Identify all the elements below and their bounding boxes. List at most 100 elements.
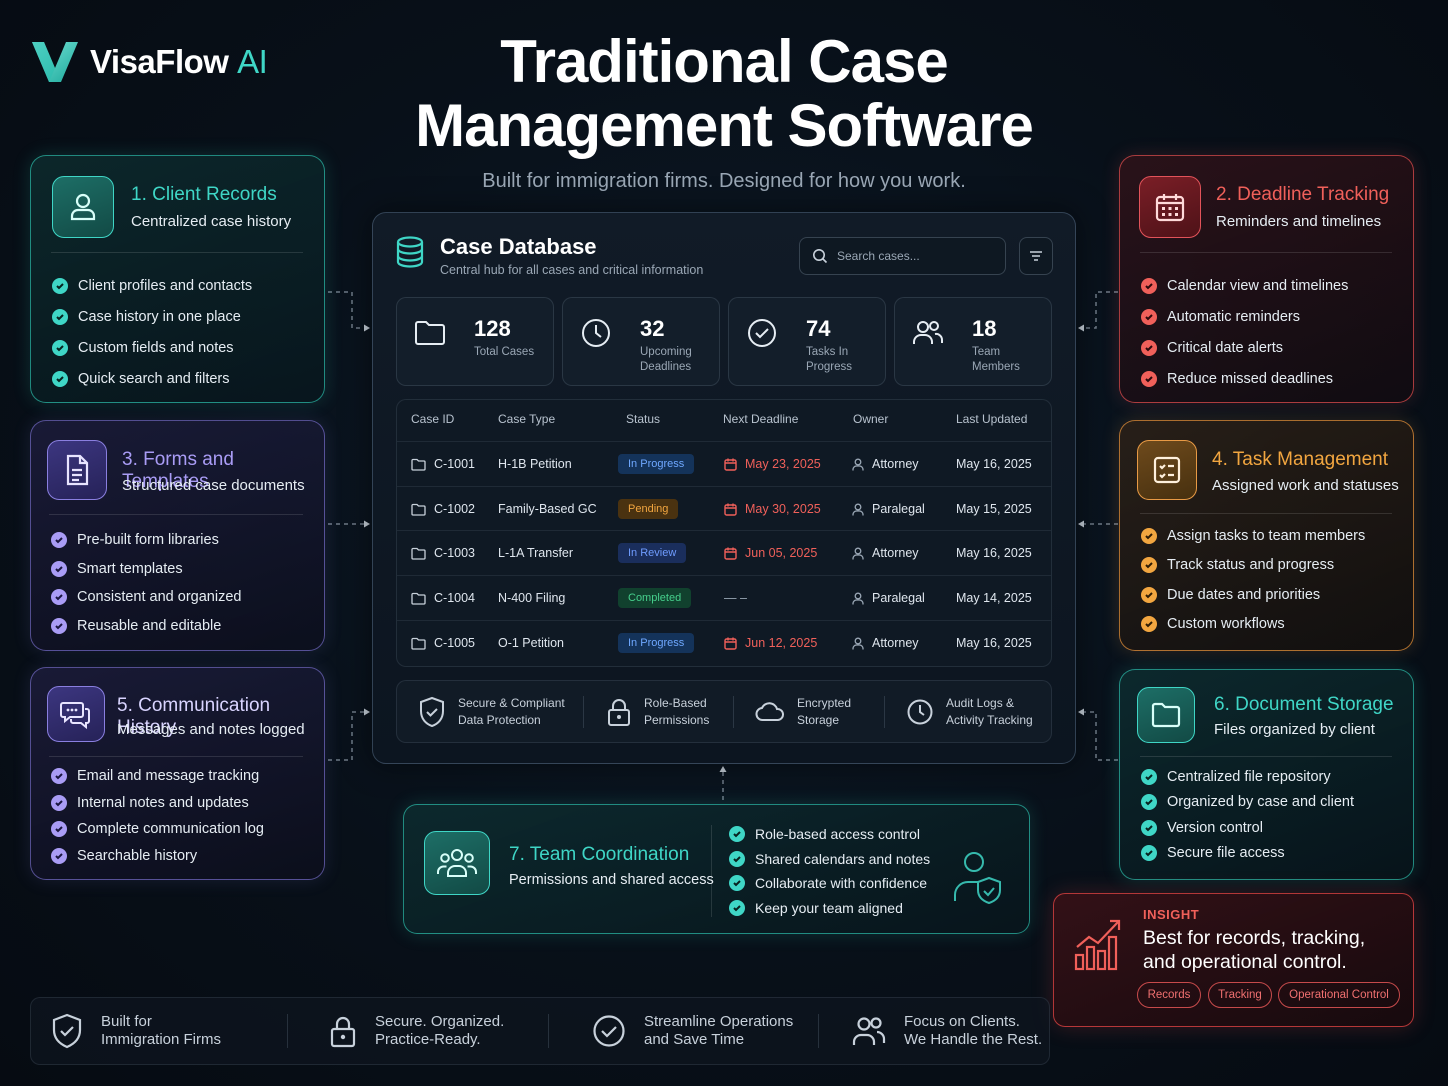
- card-subtitle: Files organized by client: [1214, 721, 1375, 738]
- column-header[interactable]: Next Deadline: [723, 412, 799, 426]
- list-item: Role-based access control: [729, 822, 930, 847]
- check-icon: [1141, 586, 1157, 603]
- feature-list: Centralized file repository Organized by…: [1141, 764, 1354, 866]
- document-storage-card: 6. Document Storage Files organized by c…: [1119, 669, 1414, 880]
- check-icon: [52, 308, 68, 325]
- list-item: Internal notes and updates: [51, 790, 264, 817]
- user-icon: [852, 503, 864, 515]
- stat-label: Team Members: [972, 346, 1020, 373]
- check-icon: [51, 589, 67, 606]
- forms-templates-card: 3. Forms and Templates Structured case d…: [30, 420, 325, 651]
- brand-logo[interactable]: VisaFlow AI: [30, 38, 268, 86]
- feature-list: Email and message tracking Internal note…: [51, 763, 264, 869]
- user-icon: [52, 176, 114, 238]
- list-item: Client profiles and contacts: [52, 270, 252, 301]
- check-icon: [52, 277, 68, 294]
- deadline-cell: Jun 05, 2025: [724, 531, 817, 575]
- table-row[interactable]: C-1003 L-1A Transfer In Review Jun 05, 2…: [397, 530, 1051, 574]
- tag-records[interactable]: Records: [1137, 982, 1201, 1008]
- client-records-card: 1. Client Records Centralized case histo…: [30, 155, 325, 403]
- check-icon: [1141, 557, 1157, 574]
- calendar-icon: [724, 547, 737, 560]
- column-header[interactable]: Last Updated: [956, 412, 1028, 426]
- tag-operational-control[interactable]: Operational Control: [1278, 982, 1400, 1008]
- tag-tracking[interactable]: Tracking: [1208, 982, 1272, 1008]
- check-icon: [51, 532, 67, 549]
- bar-chart-growth-icon: [1074, 919, 1121, 971]
- updated-cell: May 15, 2025: [956, 502, 1032, 516]
- security-item: Audit Logs &Activity Tracking: [906, 680, 1033, 743]
- check-icon: [52, 339, 68, 356]
- stat-total-cases: 128 Total Cases: [396, 297, 554, 386]
- deadline-cell: Jun 12, 2025: [724, 621, 817, 665]
- owner-cell: Attorney: [852, 621, 919, 665]
- check-icon: [729, 875, 745, 892]
- insight-label: INSIGHT: [1143, 907, 1200, 922]
- table-row[interactable]: C-1002 Family-Based GC Pending May 30, 2…: [397, 486, 1051, 530]
- table-row[interactable]: C-1001 H-1B Petition In Progress May 23,…: [397, 441, 1051, 485]
- column-header[interactable]: Status: [626, 412, 661, 426]
- feature-list: Calendar view and timelines Automatic re…: [1141, 270, 1348, 394]
- brand-name: VisaFlow AI: [90, 43, 268, 80]
- owner-cell: Attorney: [852, 531, 919, 575]
- folder-icon: [415, 321, 445, 345]
- list-item: Quick search and filters: [52, 363, 252, 394]
- folder-icon: [411, 592, 426, 605]
- check-icon: [51, 847, 67, 864]
- check-circle-icon: [748, 319, 776, 347]
- check-icon: [51, 560, 67, 577]
- feature-list: Assign tasks to team members Track statu…: [1141, 521, 1365, 639]
- check-icon: [1141, 616, 1157, 633]
- check-icon: [729, 850, 745, 867]
- task-management-card: 4. Task Management Assigned work and sta…: [1119, 420, 1414, 651]
- list-item: Custom fields and notes: [52, 332, 252, 363]
- list-item: Pre-built form libraries: [51, 526, 241, 555]
- bottom-value-bar: [30, 997, 1050, 1065]
- check-icon: [52, 370, 68, 387]
- status-cell: Pending: [618, 487, 679, 531]
- check-icon: [1141, 277, 1157, 294]
- document-icon: [47, 440, 107, 500]
- security-strip: [396, 680, 1052, 743]
- filter-button[interactable]: [1019, 237, 1053, 275]
- card-title: 6. Document Storage: [1214, 694, 1394, 715]
- column-header[interactable]: Owner: [853, 412, 889, 426]
- search-icon: [813, 249, 828, 264]
- list-item: Organized by case and client: [1141, 790, 1354, 816]
- database-title: Case Database: [440, 234, 597, 259]
- column-header[interactable]: Case Type: [498, 412, 556, 426]
- checklist-icon: [1137, 440, 1197, 500]
- calendar-icon: [724, 503, 737, 516]
- list-item: Secure file access: [1141, 841, 1354, 867]
- list-item: Calendar view and timelines: [1141, 270, 1348, 301]
- updated-cell: May 16, 2025: [956, 457, 1032, 471]
- shield-check-icon: [420, 696, 444, 727]
- deadline-tracking-card: 2. Deadline Tracking Reminders and timel…: [1119, 155, 1414, 403]
- stat-tasks-in-progress: 74 Tasks In Progress: [728, 297, 886, 386]
- communication-history-card: 5. Communication History Messages and no…: [30, 667, 325, 880]
- status-cell: In Progress: [618, 621, 695, 665]
- card-title: 5. Communication History: [117, 695, 271, 738]
- calendar-icon: [1139, 176, 1201, 238]
- stat-value: 18: [972, 316, 997, 341]
- insight-panel: [1053, 893, 1414, 1027]
- feature-list: Pre-built form libraries Smart templates…: [51, 526, 241, 640]
- calendar-icon: [724, 637, 737, 650]
- table-row[interactable]: C-1004 N-400 Filing Completed — – Parale…: [397, 575, 1051, 619]
- user-icon: [852, 458, 864, 470]
- check-icon: [729, 899, 745, 916]
- stat-label: Total Cases: [474, 346, 535, 358]
- status-badge: In Progress: [618, 633, 695, 653]
- search-input[interactable]: Search cases...: [799, 237, 1006, 275]
- check-icon: [1141, 768, 1157, 785]
- table-row[interactable]: C-1005 O-1 Petition In Progress Jun 12, …: [397, 620, 1051, 664]
- card-subtitle: Permissions and shared access: [509, 872, 714, 888]
- card-subtitle: Messages and notes logged: [117, 721, 305, 738]
- column-header[interactable]: Case ID: [411, 412, 455, 426]
- database-icon: [396, 236, 424, 268]
